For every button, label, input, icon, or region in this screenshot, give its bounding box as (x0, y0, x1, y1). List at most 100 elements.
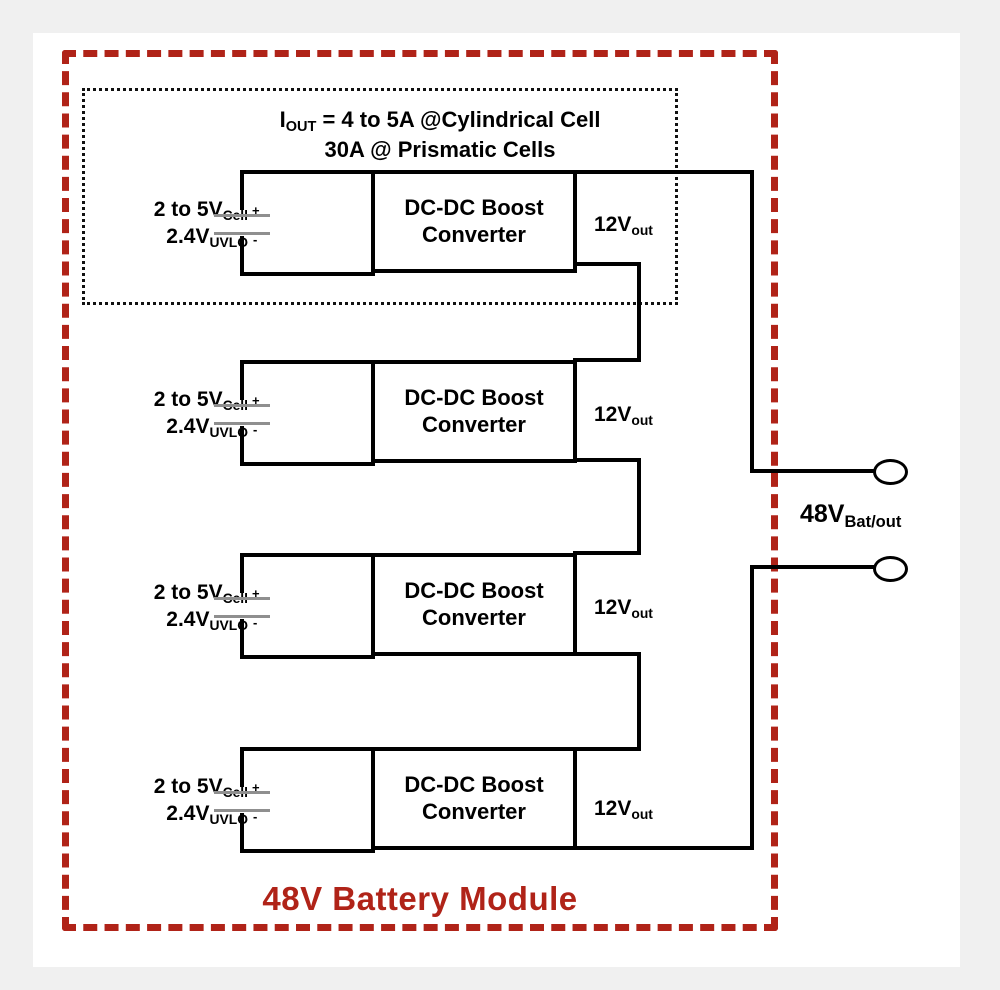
negative-bus-vertical (750, 567, 754, 850)
vout-value-2: 12V (594, 403, 632, 426)
vout-label-4: 12Vout (594, 797, 653, 822)
cell-uvlo-4: 2.4VUVLO (88, 800, 248, 827)
cell-label-stage-2: 2 to 5VCell 2.4VUVLO (88, 386, 248, 441)
vout-sub-2: out (631, 411, 653, 428)
cell-positive-plate-4 (214, 791, 270, 794)
stage3-top-input-wire (573, 551, 641, 555)
vout-sub-1: out (631, 221, 653, 238)
cell-label-stage-4: 2 to 5VCell 2.4VUVLO (88, 773, 248, 828)
cell-top-lead-2 (240, 360, 244, 400)
cell-voltage-range-4: 2 to 5VCell (88, 773, 248, 800)
cell-vrange-text-2: 2 to 5V (153, 388, 223, 411)
output-terminal-negative[interactable] (873, 556, 908, 582)
dcdc-boost-converter-4[interactable]: DC-DC Boost Converter (371, 747, 577, 850)
cell-negative-plate-4 (214, 809, 270, 812)
cell-positive-plate-3 (214, 597, 270, 600)
cell-uvlo-sub-3: UVLO (209, 617, 249, 634)
cell-plus-sign-4: + (252, 780, 260, 795)
stage3-to-stage4-link (637, 652, 641, 747)
cell-negative-plate-3 (214, 615, 270, 618)
stage2-top-input-wire (573, 358, 641, 362)
vout-label-2: 12Vout (594, 403, 653, 428)
iout-annotation: IOUT = 4 to 5A @Cylindrical Cell 30A @ P… (150, 105, 730, 164)
cell-bottom-lead-4 (240, 813, 244, 853)
cell-voltage-range-1: 2 to 5VCell (88, 196, 248, 223)
module-boundary-48v (62, 50, 778, 931)
dcdc-boost-converter-2[interactable]: DC-DC Boost Converter (371, 360, 577, 463)
converter-label-line1-2: DC-DC Boost (404, 385, 544, 411)
cell-negative-plate-2 (214, 422, 270, 425)
stage2-to-stage3-link (637, 458, 641, 555)
stage2-bottom-output-wire (573, 458, 641, 462)
output-voltage-label: 48VBat/out (800, 500, 902, 531)
cell-uvlo-2: 2.4VUVLO (88, 413, 248, 440)
cell-uvlo-text-4: 2.4V (166, 802, 210, 826)
iout-symbol: I (279, 107, 286, 132)
cell-top-lead-4 (240, 747, 244, 787)
cell-top-wire-1 (240, 170, 375, 174)
cell-minus-sign-1: - (253, 232, 258, 247)
cell-plus-sign-1: + (252, 203, 260, 218)
cell-top-lead-1 (240, 170, 244, 210)
cell-voltage-range-3: 2 to 5VCell (88, 579, 248, 606)
iout-value-cylindrical: = 4 to 5A @Cylindrical Cell (316, 107, 601, 132)
dcdc-boost-converter-1[interactable]: DC-DC Boost Converter (371, 170, 577, 273)
converter-label-line2-3: Converter (422, 604, 526, 630)
cell-label-stage-1: 2 to 5VCell 2.4VUVLO (88, 196, 248, 251)
cell-uvlo-sub-4: UVLO (209, 811, 249, 828)
cell-bottom-lead-3 (240, 619, 244, 659)
cell-vrange-text-3: 2 to 5V (153, 581, 223, 604)
iout-line-1: IOUT = 4 to 5A @Cylindrical Cell (150, 105, 730, 135)
cell-vrange-text-1: 2 to 5V (153, 198, 223, 221)
vout-label-1: 12Vout (594, 213, 653, 238)
cell-plus-sign-3: + (252, 586, 260, 601)
cell-positive-plate-2 (214, 404, 270, 407)
cell-minus-sign-4: - (253, 809, 258, 824)
cell-bottom-wire-4 (240, 849, 375, 853)
vout-sub-3: out (631, 604, 653, 621)
cell-top-lead-3 (240, 553, 244, 593)
stage1-to-stage2-link (637, 262, 641, 362)
cell-vrange-text-4: 2 to 5V (153, 775, 223, 798)
converter-label-line1-3: DC-DC Boost (404, 578, 544, 604)
module-title-label: 48V Battery Module (262, 880, 578, 917)
stage-detail-dotted-box (82, 88, 678, 305)
positive-terminal-lead (750, 469, 878, 473)
iout-subscript: OUT (285, 119, 317, 136)
cell-plus-sign-2: + (252, 393, 260, 408)
stage1-top-output-wire (573, 170, 752, 174)
positive-bus-vertical (750, 170, 754, 473)
cell-bottom-wire-2 (240, 462, 375, 466)
cell-top-wire-3 (240, 553, 375, 557)
cell-minus-sign-3: - (253, 615, 258, 630)
cell-uvlo-text-3: 2.4V (166, 608, 210, 632)
cell-bottom-lead-2 (240, 426, 244, 466)
cell-top-wire-2 (240, 360, 375, 364)
stage1-bottom-output-wire (573, 262, 641, 266)
vout-sub-4: out (631, 805, 653, 822)
output-terminal-positive[interactable] (873, 459, 908, 485)
output-voltage-value: 48V (800, 500, 845, 528)
cell-uvlo-1: 2.4VUVLO (88, 223, 248, 250)
cell-minus-sign-2: - (253, 422, 258, 437)
cell-bottom-wire-3 (240, 655, 375, 659)
stage4-bottom-output-wire (573, 846, 754, 850)
converter-label-line2-1: Converter (422, 221, 526, 247)
stage4-top-input-wire (573, 747, 641, 751)
cell-uvlo-sub-1: UVLO (209, 234, 249, 251)
cell-uvlo-3: 2.4VUVLO (88, 606, 248, 633)
vout-value-4: 12V (594, 797, 632, 820)
cell-uvlo-text-1: 2.4V (166, 225, 210, 249)
vout-value-3: 12V (594, 596, 632, 619)
cell-voltage-range-2: 2 to 5VCell (88, 386, 248, 413)
cell-negative-plate-1 (214, 232, 270, 235)
cell-positive-plate-1 (214, 214, 270, 217)
vout-value-1: 12V (594, 213, 632, 236)
output-voltage-sub: Bat/out (844, 512, 902, 531)
converter-label-line2-2: Converter (422, 411, 526, 437)
stage3-bottom-output-wire (573, 652, 641, 656)
converter-label-line1-4: DC-DC Boost (404, 772, 544, 798)
cell-label-stage-3: 2 to 5VCell 2.4VUVLO (88, 579, 248, 634)
iout-line-2: 30A @ Prismatic Cells (324, 136, 556, 162)
dcdc-boost-converter-3[interactable]: DC-DC Boost Converter (371, 553, 577, 656)
